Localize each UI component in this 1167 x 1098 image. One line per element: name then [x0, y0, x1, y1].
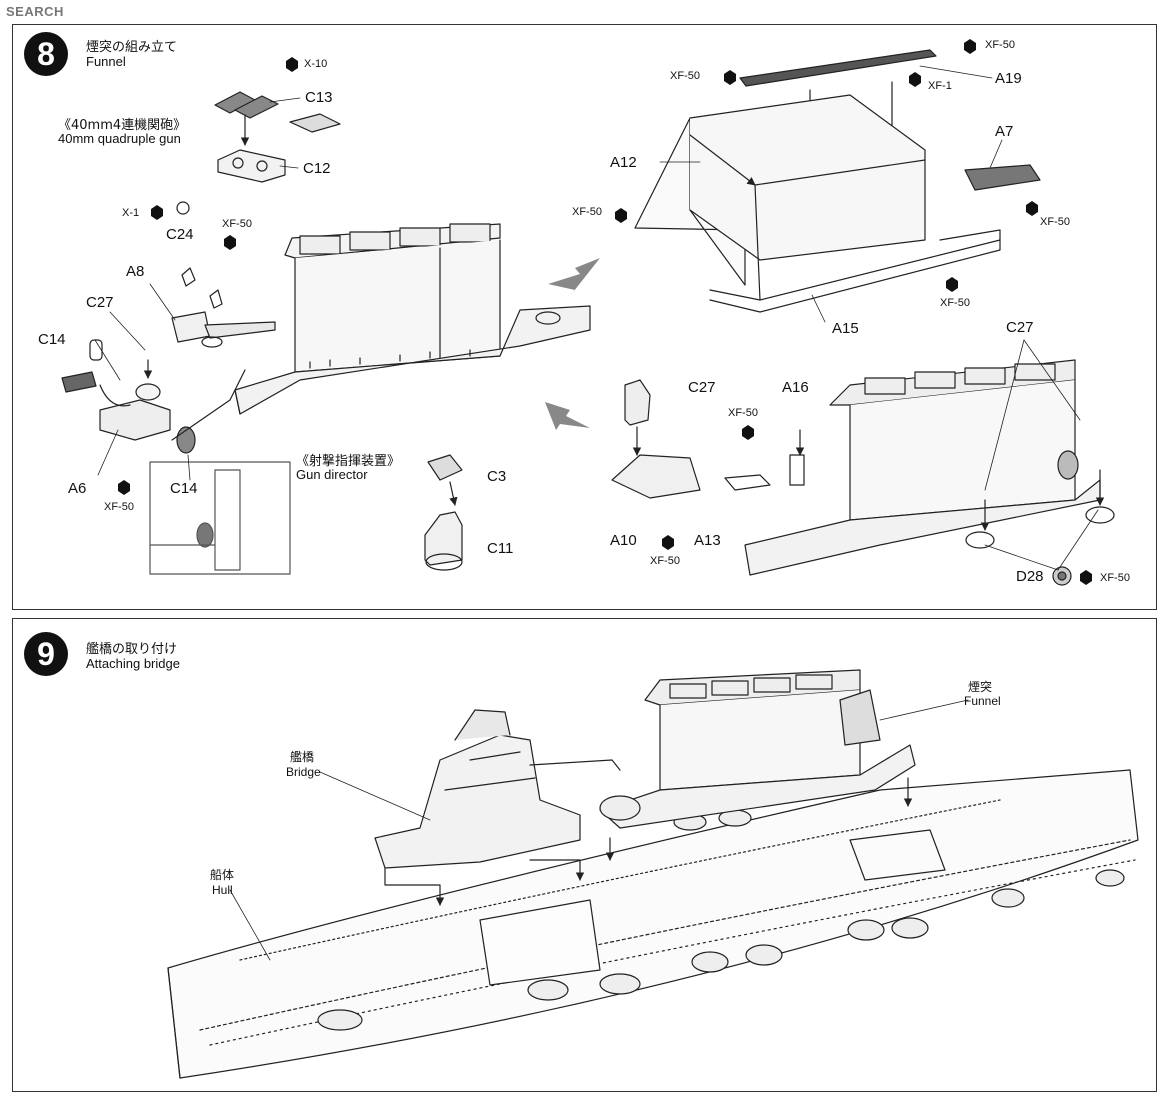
hull-drawing — [167, 769, 1139, 1079]
paint-label-xf50-d: XF-50 — [670, 70, 700, 82]
part-label-c3: C3 — [487, 468, 507, 485]
leader-lines — [94, 65, 1099, 961]
paint-label-x1: X-1 — [122, 207, 140, 219]
funnel-exploded-right — [634, 49, 1041, 313]
hull-label-en: Hull — [212, 883, 233, 897]
step-8-title-en: Funnel — [86, 54, 126, 69]
part-label-c27-left: C27 — [86, 294, 114, 311]
bridge-label-jp: 艦橋 — [290, 750, 315, 764]
part-label-a6: A6 — [68, 480, 87, 497]
quad-gun-title-en: 40mm quadruple gun — [58, 131, 181, 146]
funnel-drawing-step9 — [599, 669, 916, 861]
step-9-title-en: Attaching bridge — [86, 656, 180, 671]
part-label-a16: A16 — [782, 379, 809, 396]
d28-part — [1052, 566, 1072, 586]
paint-label-xf50-f: XF-50 — [1040, 216, 1070, 228]
step-9-title-jp: 艦橋の取り付け — [86, 642, 178, 657]
part-label-c11: C11 — [487, 540, 514, 557]
gun-director-inset — [149, 461, 291, 575]
paint-label-xf50-i: XF-50 — [650, 555, 680, 567]
paint-label-x10: X-10 — [304, 58, 328, 70]
paint-label-xf50-a: XF-50 — [222, 218, 252, 230]
quad-gun-title-jp: 《40mm4連機関砲》 — [58, 118, 187, 133]
step-9-number: 9 — [24, 632, 68, 676]
part-label-c14-top: C14 — [38, 331, 66, 348]
gun-director-title-en: Gun director — [296, 467, 368, 482]
gun-director-parts — [424, 454, 463, 571]
gun-director-title-jp: 《射撃指揮装置》 — [296, 454, 401, 469]
watermark: SEARCH — [6, 4, 64, 19]
part-label-a8: A8 — [126, 263, 145, 280]
step-8-title-jp: 煙突の組み立て — [86, 40, 178, 55]
hull-label-jp: 船体 — [210, 868, 235, 882]
part-label-a10: A10 — [610, 532, 637, 549]
part-label-c27-right-top: C27 — [1006, 319, 1034, 336]
part-label-a7: A7 — [995, 123, 1014, 140]
bridge-label-en: Bridge — [286, 765, 321, 779]
part-label-a13: A13 — [694, 532, 721, 549]
paint-label-xf50-g: XF-50 — [940, 297, 970, 309]
paint-label-xf1: XF-1 — [928, 80, 952, 92]
part-label-c12: C12 — [303, 160, 331, 177]
funnel-assembled-right — [611, 359, 1115, 576]
part-label-a12: A12 — [610, 154, 637, 171]
part-label-c24: C24 — [166, 226, 194, 243]
part-label-d28: D28 — [1016, 568, 1044, 585]
funnel-label-en: Funnel — [964, 694, 1001, 708]
paint-label-xf50-c: XF-50 — [985, 39, 1015, 51]
paint-hex-markers — [118, 39, 1092, 585]
direction-arrow-right — [545, 402, 590, 430]
paint-label-xf50-b: XF-50 — [104, 501, 134, 513]
quad-gun-parts — [214, 91, 341, 183]
part-label-a19: A19 — [995, 70, 1022, 87]
direction-arrow-left — [548, 258, 600, 296]
gun-mount-left-parts — [61, 201, 276, 454]
funnel-label-jp: 煙突 — [968, 680, 993, 694]
funnel-assembled-left — [234, 223, 591, 415]
part-label-c14-bottom: C14 — [170, 480, 198, 497]
part-label-c27-right: C27 — [688, 379, 716, 396]
part-label-a15: A15 — [832, 320, 859, 337]
paint-label-xf50-e: XF-50 — [572, 206, 602, 218]
bridge-drawing — [374, 709, 621, 906]
paint-label-xf50-h: XF-50 — [728, 407, 758, 419]
part-label-c13: C13 — [305, 89, 333, 106]
paint-label-xf50-j: XF-50 — [1100, 572, 1130, 584]
step-8-number: 8 — [24, 32, 68, 76]
